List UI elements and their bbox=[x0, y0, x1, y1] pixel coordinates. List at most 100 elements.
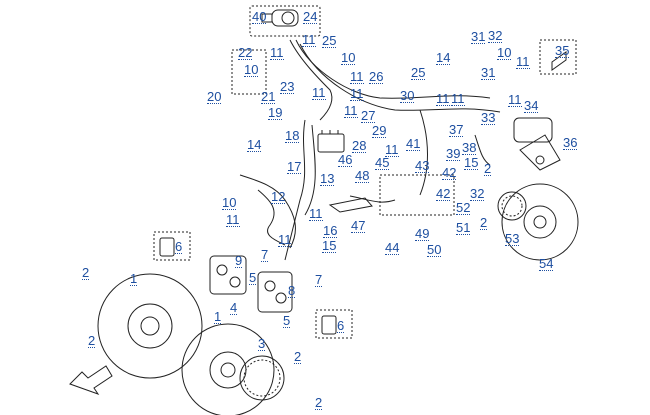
part-callout-29[interactable]: 29 bbox=[372, 123, 387, 138]
part-callout-15[interactable]: 15 bbox=[322, 238, 337, 253]
part-callout-11[interactable]: 11 bbox=[226, 212, 240, 227]
part-callout-37[interactable]: 37 bbox=[449, 122, 464, 137]
part-callout-7[interactable]: 7 bbox=[315, 272, 323, 287]
part-callout-14[interactable]: 14 bbox=[247, 137, 262, 152]
part-callout-14[interactable]: 14 bbox=[436, 50, 451, 65]
part-callout-2[interactable]: 2 bbox=[88, 333, 96, 348]
part-callout-16[interactable]: 16 bbox=[323, 223, 338, 238]
abs-unit bbox=[317, 130, 345, 153]
part-callout-25[interactable]: 25 bbox=[411, 65, 426, 80]
part-callout-32[interactable]: 32 bbox=[488, 28, 503, 43]
part-callout-11[interactable]: 11 bbox=[508, 92, 522, 107]
part-callout-15[interactable]: 15 bbox=[464, 155, 479, 170]
part-callout-25[interactable]: 25 bbox=[322, 33, 337, 48]
part-callout-1[interactable]: 1 bbox=[130, 271, 138, 286]
part-callout-9[interactable]: 9 bbox=[235, 253, 243, 268]
rear-disc bbox=[501, 183, 579, 261]
part-callout-47[interactable]: 47 bbox=[351, 218, 366, 233]
part-callout-42[interactable]: 42 bbox=[442, 165, 457, 180]
part-callout-12[interactable]: 12 bbox=[271, 189, 286, 204]
part-callout-11[interactable]: 11 bbox=[270, 45, 284, 60]
front-disc-upper bbox=[97, 273, 203, 379]
sensor-cable bbox=[257, 189, 286, 246]
part-callout-36[interactable]: 36 bbox=[563, 135, 578, 150]
part-callout-11[interactable]: 11 bbox=[344, 103, 358, 118]
direction-arrow bbox=[69, 365, 113, 395]
part-callout-33[interactable]: 33 bbox=[481, 110, 496, 125]
part-callout-7[interactable]: 7 bbox=[261, 247, 269, 262]
part-callout-26[interactable]: 26 bbox=[369, 69, 384, 84]
part-callout-11[interactable]: 11 bbox=[516, 54, 530, 69]
part-callout-32[interactable]: 32 bbox=[470, 186, 485, 201]
part-callout-44[interactable]: 44 bbox=[385, 240, 400, 255]
part-callout-4[interactable]: 4 bbox=[230, 300, 238, 315]
part-callout-31[interactable]: 31 bbox=[481, 65, 496, 80]
part-callout-28[interactable]: 28 bbox=[352, 138, 367, 153]
front-caliper-right bbox=[257, 271, 293, 313]
part-callout-1[interactable]: 1 bbox=[214, 309, 222, 324]
part-callout-41[interactable]: 41 bbox=[406, 136, 421, 151]
part-callout-11[interactable]: 11 bbox=[385, 142, 399, 157]
part-callout-38[interactable]: 38 bbox=[462, 140, 477, 155]
part-callout-46[interactable]: 46 bbox=[338, 152, 353, 167]
part-callout-11[interactable]: 11 bbox=[302, 32, 316, 47]
front-caliper-left bbox=[209, 255, 247, 295]
part-callout-35[interactable]: 35 bbox=[555, 43, 570, 58]
part-callout-8[interactable]: 8 bbox=[288, 283, 296, 298]
part-callout-10[interactable]: 10 bbox=[244, 62, 259, 77]
part-callout-54[interactable]: 54 bbox=[539, 256, 554, 271]
group-boxes bbox=[231, 49, 455, 216]
part-callout-10[interactable]: 10 bbox=[341, 50, 356, 65]
part-callout-6[interactable]: 6 bbox=[337, 318, 345, 333]
rear-caliper bbox=[513, 117, 561, 171]
part-callout-50[interactable]: 50 bbox=[427, 242, 442, 257]
part-callout-11[interactable]: 11 bbox=[451, 91, 465, 106]
part-callout-5[interactable]: 5 bbox=[249, 270, 257, 285]
part-callout-11[interactable]: 11 bbox=[436, 91, 450, 106]
part-callout-11[interactable]: 11 bbox=[309, 206, 323, 221]
part-callout-20[interactable]: 20 bbox=[207, 89, 222, 104]
part-callout-10[interactable]: 10 bbox=[222, 195, 237, 210]
part-callout-30[interactable]: 30 bbox=[400, 88, 415, 103]
part-callout-31[interactable]: 31 bbox=[471, 29, 486, 44]
part-callout-39[interactable]: 39 bbox=[446, 146, 461, 161]
rear-pads bbox=[539, 39, 577, 75]
part-callout-2[interactable]: 2 bbox=[480, 215, 488, 230]
rear-tone-ring bbox=[497, 191, 527, 221]
part-callout-52[interactable]: 52 bbox=[456, 200, 471, 215]
part-callout-19[interactable]: 19 bbox=[268, 105, 283, 120]
part-callout-34[interactable]: 34 bbox=[524, 98, 539, 113]
part-callout-42[interactable]: 42 bbox=[436, 186, 451, 201]
part-callout-11[interactable]: 11 bbox=[350, 69, 364, 84]
part-callout-51[interactable]: 51 bbox=[456, 220, 471, 235]
part-callout-11[interactable]: 11 bbox=[278, 232, 292, 247]
part-callout-49[interactable]: 49 bbox=[415, 226, 430, 241]
part-callout-17[interactable]: 17 bbox=[287, 159, 302, 174]
part-callout-2[interactable]: 2 bbox=[484, 161, 492, 176]
part-callout-48[interactable]: 48 bbox=[355, 168, 370, 183]
part-callout-24[interactable]: 24 bbox=[303, 9, 318, 24]
part-callout-6[interactable]: 6 bbox=[175, 239, 183, 254]
part-callout-53[interactable]: 53 bbox=[505, 231, 520, 246]
part-callout-27[interactable]: 27 bbox=[361, 108, 376, 123]
part-callout-21[interactable]: 21 bbox=[261, 89, 276, 104]
part-callout-22[interactable]: 22 bbox=[238, 45, 253, 60]
part-callout-23[interactable]: 23 bbox=[280, 79, 295, 94]
part-callout-3[interactable]: 3 bbox=[258, 336, 266, 351]
part-callout-2[interactable]: 2 bbox=[294, 349, 302, 364]
part-callout-18[interactable]: 18 bbox=[285, 128, 300, 143]
part-callout-5[interactable]: 5 bbox=[283, 313, 291, 328]
part-callout-10[interactable]: 10 bbox=[497, 45, 512, 60]
tone-ring bbox=[239, 355, 285, 401]
part-callout-40[interactable]: 40 bbox=[252, 9, 267, 24]
part-callout-2[interactable]: 2 bbox=[82, 265, 90, 280]
part-callout-2[interactable]: 2 bbox=[315, 395, 323, 410]
part-callout-11[interactable]: 11 bbox=[350, 86, 364, 101]
part-callout-13[interactable]: 13 bbox=[320, 171, 335, 186]
part-callout-45[interactable]: 45 bbox=[375, 155, 390, 170]
part-callout-43[interactable]: 43 bbox=[415, 158, 430, 173]
part-callout-11[interactable]: 11 bbox=[312, 85, 326, 100]
hose-bracket bbox=[328, 197, 373, 213]
